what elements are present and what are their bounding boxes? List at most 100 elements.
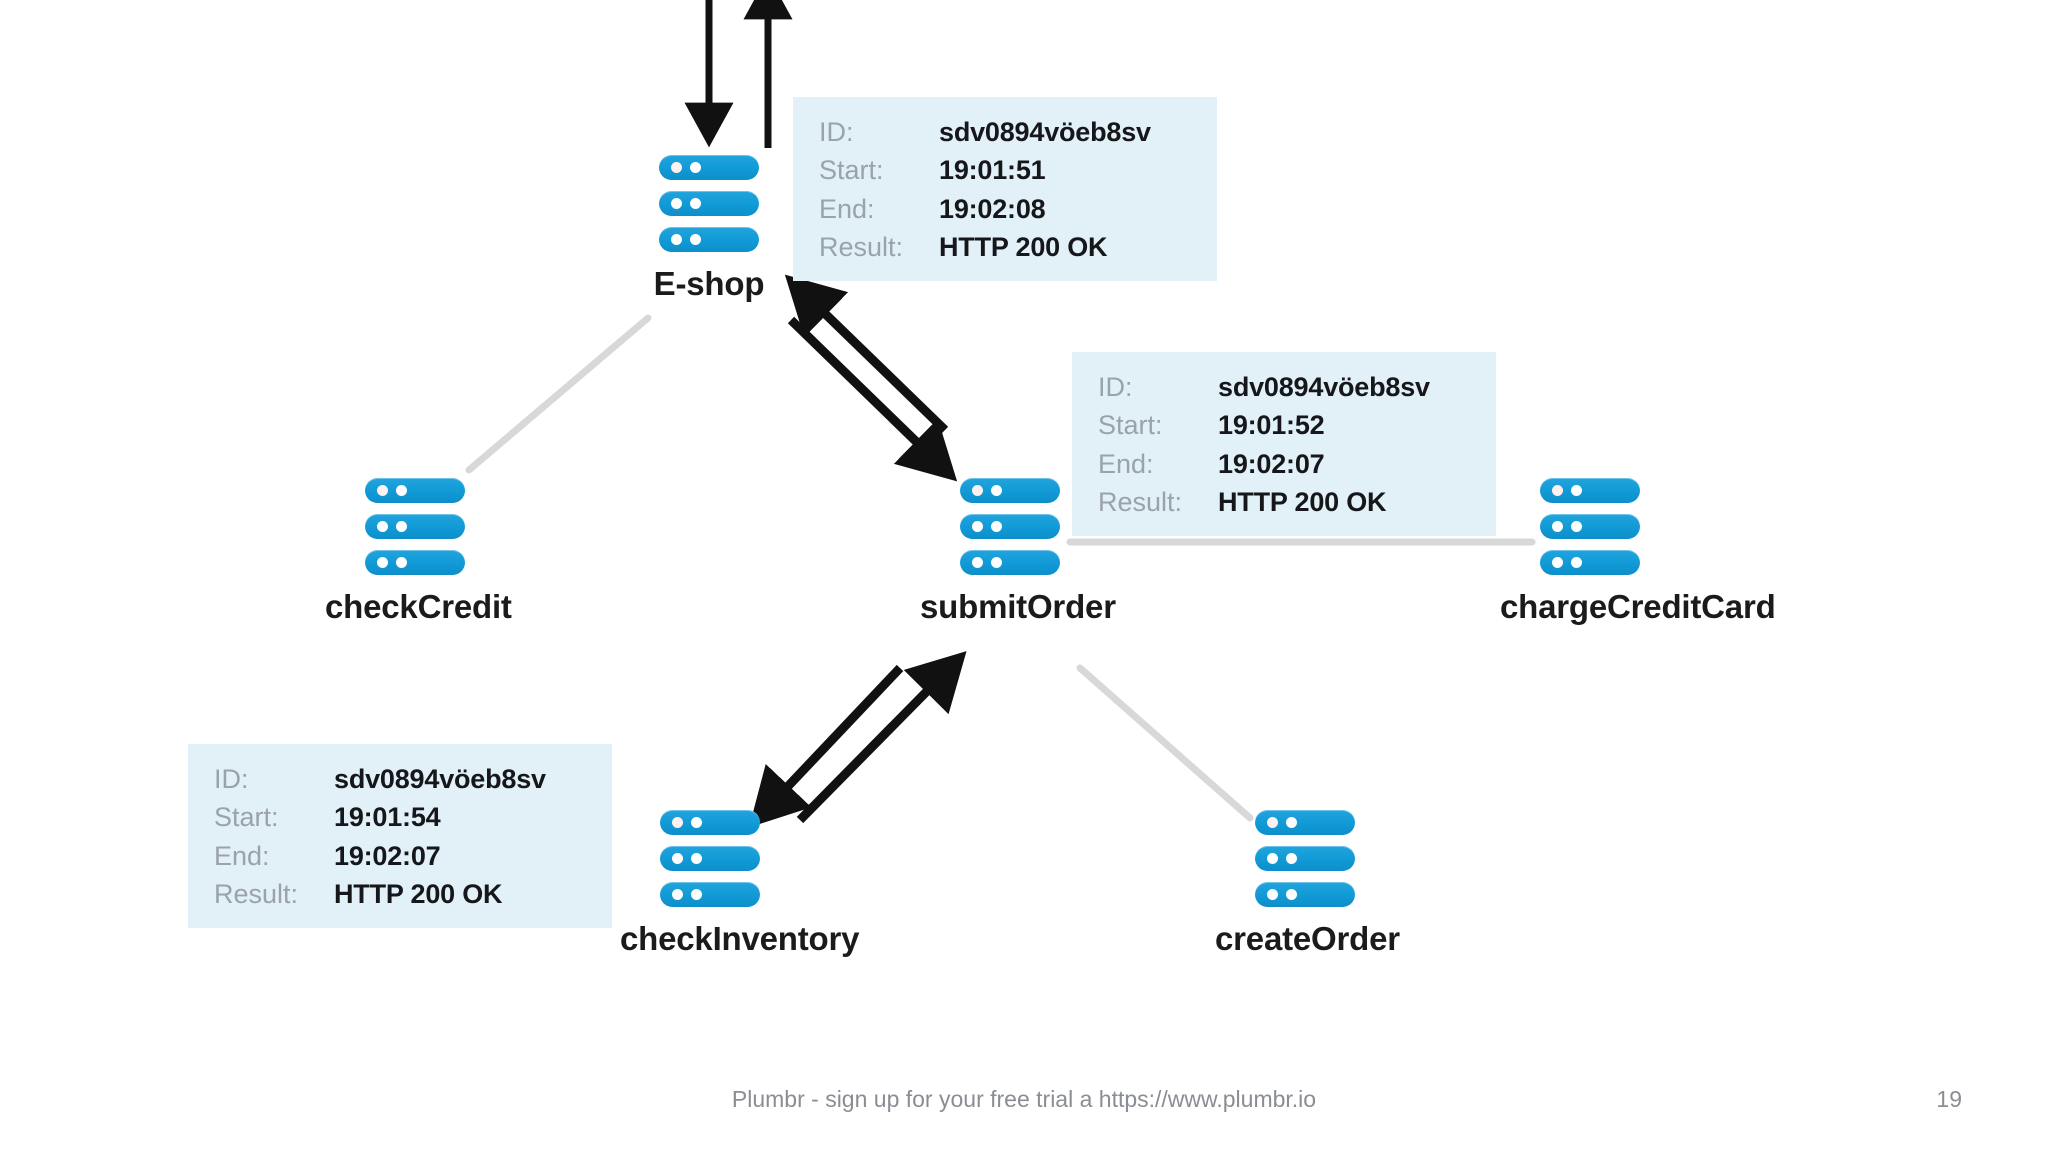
trace-value: sdv0894vöeb8sv [939, 117, 1151, 147]
wire-eshop-to-submitorder [787, 316, 958, 482]
wire-submitorder-createorder [1076, 664, 1254, 822]
server-bar [960, 550, 1060, 575]
server-bar [1255, 846, 1355, 871]
server-bar [659, 191, 759, 216]
server-icon [1540, 478, 1640, 575]
server-led [1267, 853, 1278, 864]
trace-card-eshop: ID: sdv0894vöeb8sv Start: 19:01:51 End: … [793, 97, 1217, 281]
server-led [1286, 817, 1297, 828]
server-led [671, 234, 682, 245]
wire-submitorder-to-eshop [784, 274, 949, 434]
node-label-checkinventory: checkInventory [620, 920, 860, 957]
server-bar [960, 478, 1060, 503]
server-led [672, 817, 683, 828]
server-led [690, 162, 701, 173]
server-led [396, 485, 407, 496]
server-bar [1255, 882, 1355, 907]
trace-value: HTTP 200 OK [334, 878, 503, 909]
server-led [396, 557, 407, 568]
trace-key: End: [819, 193, 875, 224]
trace-key: Start: [819, 155, 884, 186]
wire-inventory-to-submitorder [796, 651, 967, 824]
server-bar [660, 882, 760, 907]
wire-eshop-checkcredit [465, 314, 652, 474]
trace-value: sdv0894vöeb8sv [1218, 372, 1430, 402]
trace-card-submitorder: ID: sdv0894vöeb8sv Start: 19:01:52 End: … [1072, 352, 1496, 536]
server-led [972, 557, 983, 568]
server-led [991, 557, 1002, 568]
server-led [1571, 557, 1582, 568]
server-icon [1255, 810, 1355, 907]
trace-value: HTTP 200 OK [939, 231, 1108, 262]
server-bar [365, 514, 465, 539]
node-eshop[interactable]: E-shop [619, 155, 799, 303]
server-led [1267, 817, 1278, 828]
server-icon [960, 478, 1060, 575]
trace-value: 19:01:52 [1218, 410, 1325, 441]
server-bar [1540, 550, 1640, 575]
trace-value: 19:02:07 [1218, 448, 1325, 479]
trace-value: 19:01:51 [939, 155, 1046, 186]
server-led [1286, 853, 1297, 864]
footer-note: Plumbr - sign up for your free trial a h… [731, 1086, 1317, 1112]
server-led [1552, 521, 1563, 532]
server-led [691, 817, 702, 828]
server-led [396, 521, 407, 532]
node-createorder[interactable]: createOrder [1215, 810, 1400, 958]
server-led [1552, 485, 1563, 496]
trace-row-start: Start: 19:01:54 [214, 798, 586, 836]
server-bar [659, 155, 759, 180]
server-led [1571, 485, 1582, 496]
page-number: 19 [1936, 1086, 1962, 1112]
node-label-submitorder: submitOrder [920, 588, 1116, 625]
node-submitorder[interactable]: submitOrder [920, 478, 1116, 626]
node-label-chargecreditcard: chargeCreditCard [1500, 588, 1776, 625]
node-checkinventory[interactable]: checkInventory [620, 810, 860, 958]
trace-row-end: End: 19:02:08 [819, 190, 1191, 228]
node-label-createorder: createOrder [1215, 920, 1400, 957]
node-label-eshop: E-shop [653, 265, 765, 302]
trace-row-result: Result: HTTP 200 OK [1098, 483, 1470, 521]
server-led [1571, 521, 1582, 532]
trace-row-result: Result: HTTP 200 OK [214, 875, 586, 913]
server-bar [1255, 810, 1355, 835]
server-led [1552, 557, 1563, 568]
trace-key: ID: [819, 117, 854, 147]
server-bar [660, 846, 760, 871]
server-led [691, 889, 702, 900]
node-label-checkcredit: checkCredit [325, 588, 512, 625]
trace-key: Start: [214, 802, 279, 833]
trace-row-end: End: 19:02:07 [214, 837, 586, 875]
trace-key: End: [214, 840, 270, 871]
trace-value: sdv0894vöeb8sv [334, 764, 546, 794]
server-icon [660, 810, 760, 907]
server-led [377, 521, 388, 532]
trace-row-id: ID: sdv0894vöeb8sv [819, 113, 1191, 151]
server-icon [659, 155, 759, 252]
server-bar [660, 810, 760, 835]
trace-key: ID: [1098, 372, 1133, 402]
node-chargecreditcard[interactable]: chargeCreditCard [1500, 478, 1776, 626]
trace-value: 19:02:08 [939, 193, 1046, 224]
server-bar [960, 514, 1060, 539]
server-led [377, 485, 388, 496]
node-checkcredit[interactable]: checkCredit [325, 478, 512, 626]
trace-key: Result: [819, 231, 904, 262]
wire-submitorder-to-inventory [749, 664, 904, 828]
server-bar [365, 478, 465, 503]
trace-row-id: ID: sdv0894vöeb8sv [1098, 368, 1470, 406]
server-led [690, 234, 701, 245]
server-led [672, 853, 683, 864]
server-led [1267, 889, 1278, 900]
server-led [972, 485, 983, 496]
trace-key: ID: [214, 764, 249, 794]
server-led [671, 198, 682, 209]
server-led [991, 521, 1002, 532]
server-bar [1540, 514, 1640, 539]
trace-row-id: ID: sdv0894vöeb8sv [214, 760, 586, 798]
server-led [672, 889, 683, 900]
server-bar [659, 227, 759, 252]
trace-key: End: [1098, 448, 1154, 479]
trace-value: 19:01:54 [334, 802, 441, 833]
